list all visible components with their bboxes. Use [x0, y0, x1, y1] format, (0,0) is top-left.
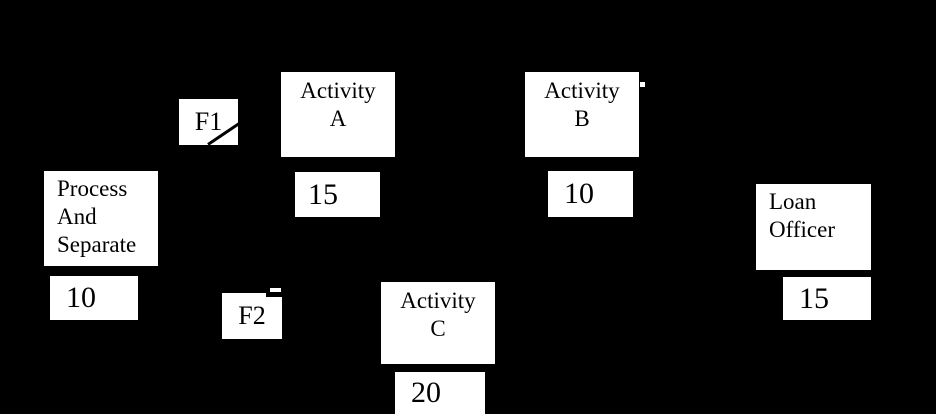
arrowhead-fragment-right-of-activity-b [640, 82, 645, 87]
f2-node: F2 [222, 293, 282, 339]
connector-fragment-above-f2 [270, 288, 281, 292]
process-and-separate-node: Process And Separate [44, 171, 158, 266]
activity-c-score-box: 20 [395, 372, 485, 414]
connector-line-through-f2 [266, 293, 283, 297]
activity-a-node: Activity A [281, 72, 395, 157]
activity-c-node: Activity C [381, 282, 495, 364]
f1-node: F1 [179, 99, 238, 145]
loan-officer-node: Loan Officer [756, 184, 871, 270]
activity-b-node: Activity B [525, 72, 639, 157]
process-score-box: 10 [50, 276, 138, 320]
loan-officer-score-box: 15 [783, 277, 871, 320]
activity-b-score-box: 10 [548, 171, 633, 217]
activity-a-score-box: 15 [295, 172, 380, 217]
